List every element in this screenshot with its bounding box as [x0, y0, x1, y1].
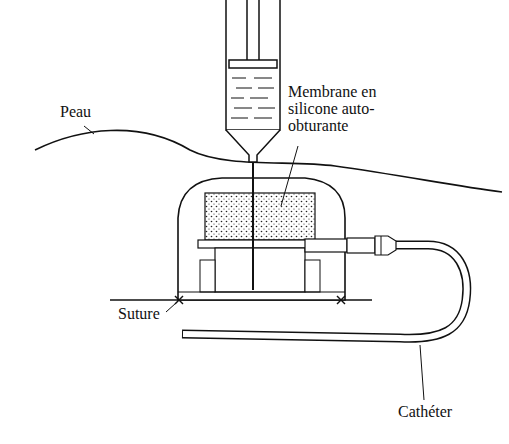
silicone-membrane [205, 193, 315, 240]
syringe [226, 0, 280, 162]
needle [252, 162, 254, 290]
leader-lines [84, 126, 424, 400]
membrane-label: Membrane en silicone auto-obturante [288, 84, 400, 134]
catheter-label: Cathéter [398, 404, 452, 421]
suture-marks [175, 296, 345, 304]
reservoir-chamber [215, 248, 305, 292]
skin-label: Peau [60, 104, 91, 121]
suture-label: Suture [118, 306, 160, 323]
catheter-connector [305, 236, 396, 255]
